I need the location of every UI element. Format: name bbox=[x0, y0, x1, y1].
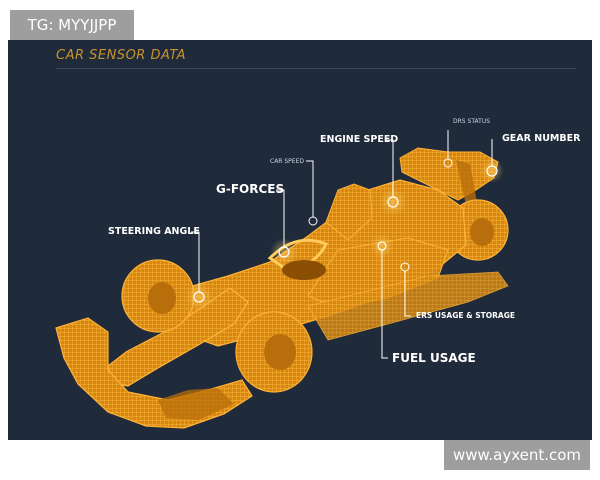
steering-angle-label: STEERING ANGLE bbox=[108, 226, 200, 237]
title-divider bbox=[56, 68, 576, 69]
f1-car-wireframe bbox=[55, 130, 509, 429]
panel-title: CAR SENSOR DATA bbox=[56, 48, 187, 63]
car-body bbox=[177, 179, 509, 347]
ers-usage-storage-label: ERS USAGE & STORAGE bbox=[416, 311, 516, 320]
front-right-wheel bbox=[235, 311, 313, 393]
drs-status-label: DRS STATUS bbox=[453, 118, 491, 125]
watermark-bottom-right: www.ayxent.com bbox=[444, 440, 590, 470]
front-wing bbox=[55, 317, 253, 429]
fuel-usage-label: FUEL USAGE bbox=[392, 351, 476, 365]
front-left-wheel bbox=[121, 259, 195, 333]
sensor-diagram-panel: CAR SENSOR DATA bbox=[8, 40, 592, 440]
nose-cone bbox=[107, 287, 249, 387]
car-speed-point bbox=[308, 216, 318, 226]
sensor-points bbox=[185, 158, 504, 311]
rear-wing bbox=[399, 147, 499, 208]
engine-speed-label: ENGINE SPEED bbox=[320, 134, 399, 145]
callout-leaders bbox=[191, 130, 493, 359]
car-speed-label: CAR SPEED bbox=[270, 158, 304, 165]
watermark-top-left: TG: MYYJJPP bbox=[10, 10, 134, 40]
g-forces-label: G-FORCES bbox=[216, 182, 285, 196]
gear-number-label: GEAR NUMBER bbox=[502, 133, 581, 144]
